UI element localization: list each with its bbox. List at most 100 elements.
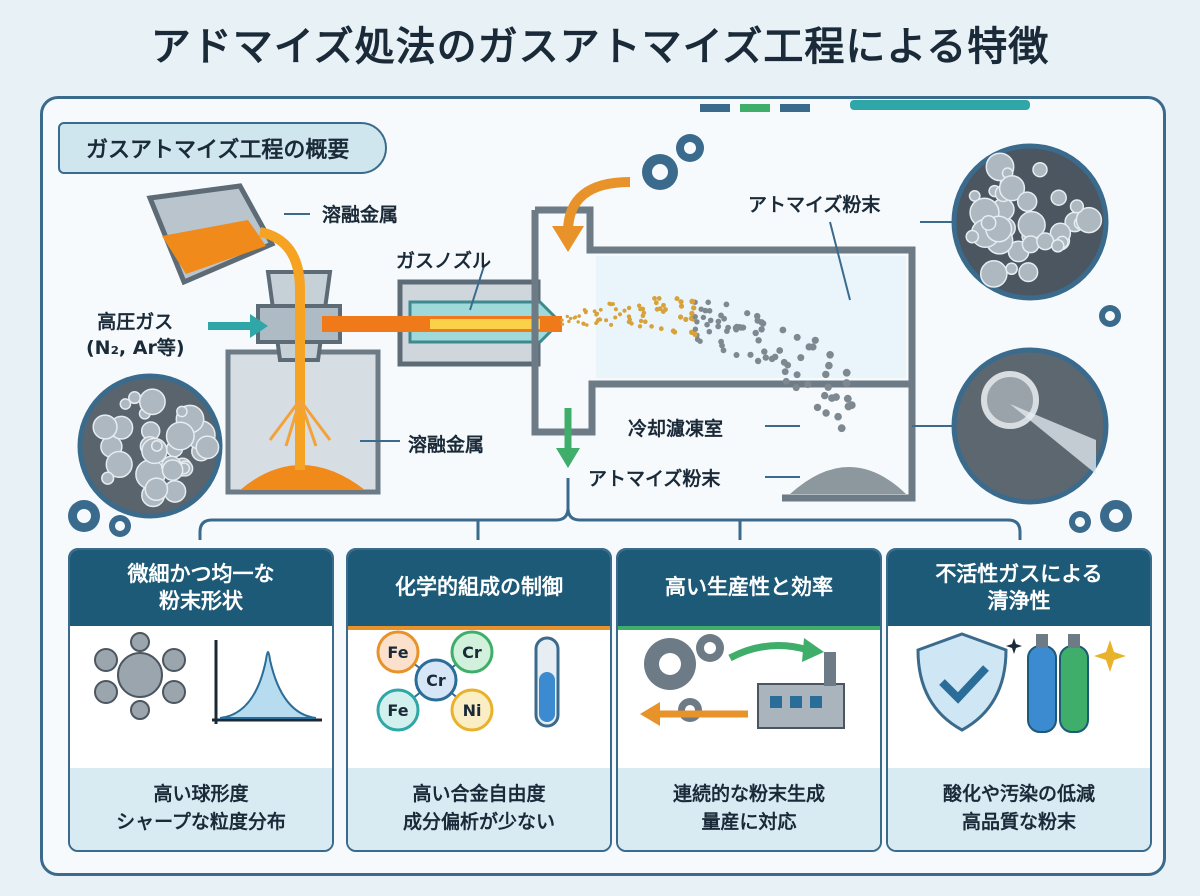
spray-particle xyxy=(638,318,644,324)
spray-particle xyxy=(640,313,646,319)
card-footer: 連続的な粉末生成 量産に対応 xyxy=(618,768,880,850)
spray-particle xyxy=(670,328,676,334)
gear-icon xyxy=(68,134,1132,537)
powder-sphere xyxy=(1018,262,1039,283)
spray-particle xyxy=(793,333,801,341)
spray-particle xyxy=(715,323,722,330)
powder-sphere xyxy=(1005,262,1018,276)
spray-particle xyxy=(825,361,833,370)
gas-jet-core xyxy=(430,319,540,329)
spray-particle xyxy=(826,351,834,359)
powder-pile xyxy=(790,467,906,494)
spray-particle xyxy=(724,328,730,334)
label-gas-nozzle: ガスノズル xyxy=(396,250,492,272)
powder-sphere xyxy=(965,229,980,244)
spray-particle xyxy=(576,320,580,324)
branch-line xyxy=(566,507,1022,540)
frame-accent-bar xyxy=(780,104,810,112)
spray-particle xyxy=(754,317,761,324)
spray-particle xyxy=(844,402,853,411)
card-footer: 酸化や汚染の低減 高品質な粉末 xyxy=(888,768,1150,850)
element-ni: Ni xyxy=(463,701,482,720)
spray-particle xyxy=(683,316,689,322)
powder-sphere xyxy=(1036,232,1055,251)
spray-particle xyxy=(678,303,685,309)
powder-sphere xyxy=(105,450,133,479)
spray-particle xyxy=(720,347,727,354)
powder-sphere xyxy=(1032,161,1048,178)
powder-sphere xyxy=(119,398,132,410)
element-cr-center: Cr xyxy=(426,671,446,690)
spray-particle xyxy=(707,317,714,324)
spray-particle xyxy=(560,322,565,326)
powder-sphere xyxy=(1050,189,1067,206)
spray-particle xyxy=(776,347,784,354)
spray-particle xyxy=(792,384,800,392)
spray-particle xyxy=(584,309,588,314)
card-heading: 不活性ガスによる 清浄性 xyxy=(888,550,1150,626)
card-heading: 高い生産性と効率 xyxy=(618,550,880,630)
gas-inlet-arrowhead xyxy=(250,314,268,338)
spray-particle xyxy=(842,379,851,387)
gas-cylinder-icon xyxy=(1027,645,1057,733)
shield-check-icon xyxy=(916,632,1008,732)
gas-inflow-arrow xyxy=(563,177,631,233)
spray-particle xyxy=(598,307,603,312)
nozzle-magnified-circle xyxy=(951,347,1109,505)
spray-particle xyxy=(782,377,790,385)
spray-particle xyxy=(692,331,698,337)
spray-particle xyxy=(771,353,779,361)
spray-particle xyxy=(697,338,703,344)
spray-particle xyxy=(694,319,700,325)
spray-particle xyxy=(678,314,684,320)
spray-particle xyxy=(581,321,585,326)
spray-particle xyxy=(781,368,789,376)
feature-card-fine-powder: 微細かつ均一な 粉末形状 高い球形度 シャープな粒度分布 xyxy=(68,548,334,852)
spray-particle xyxy=(585,323,589,327)
spray-particle xyxy=(761,348,768,355)
spray-particle xyxy=(804,380,812,389)
spray-particle xyxy=(652,296,657,301)
spray-particle xyxy=(758,326,765,333)
label-molten-metal-top: 溶融金属 xyxy=(322,204,399,226)
spray-particle xyxy=(626,305,632,311)
spray-particle xyxy=(811,336,819,344)
frame-accent-bar xyxy=(740,104,770,112)
spray-particle xyxy=(837,424,846,433)
spray-particle xyxy=(656,296,662,301)
powder-sphere xyxy=(998,175,1026,202)
powder-sphere xyxy=(150,439,163,452)
sparkle-icon xyxy=(1094,640,1126,672)
spray-particle xyxy=(813,403,822,412)
spray-particle xyxy=(613,307,618,312)
spray-particle xyxy=(640,306,646,312)
leader-line xyxy=(469,265,485,311)
spray-particle xyxy=(740,324,747,331)
element-cr: Cr xyxy=(462,643,482,662)
spray-particle xyxy=(762,354,769,361)
spray-particle xyxy=(653,300,659,306)
spray-particle xyxy=(604,318,609,323)
spray-particle xyxy=(698,306,704,312)
magnified-spheres xyxy=(965,152,1103,288)
spray-particle xyxy=(658,326,664,332)
spray-particle xyxy=(595,311,600,316)
spray-particle xyxy=(577,314,581,318)
spray-particle xyxy=(643,319,648,325)
spray-particle xyxy=(565,314,569,319)
powder-sphere xyxy=(980,214,997,231)
label-molten-metal-bottom: 溶融金属 xyxy=(408,434,485,456)
spray-particle xyxy=(660,309,666,314)
powder-sphere xyxy=(138,388,166,416)
pour-stream xyxy=(258,227,305,470)
label-atomized-powder-top: アトマイズ粉末 xyxy=(748,194,881,216)
spray-particle xyxy=(613,315,618,320)
spray-particle xyxy=(637,303,642,308)
spray-particle xyxy=(733,352,740,358)
powder-sphere xyxy=(1075,206,1103,234)
overview-heading: ガスアトマイズ工程の概要 xyxy=(58,122,388,174)
element-molecule-icon: Fe Cr Cr Fe Ni xyxy=(376,630,560,732)
element-fe: Fe xyxy=(387,643,408,662)
spray-particle xyxy=(759,320,767,327)
spray-particle xyxy=(609,322,614,327)
